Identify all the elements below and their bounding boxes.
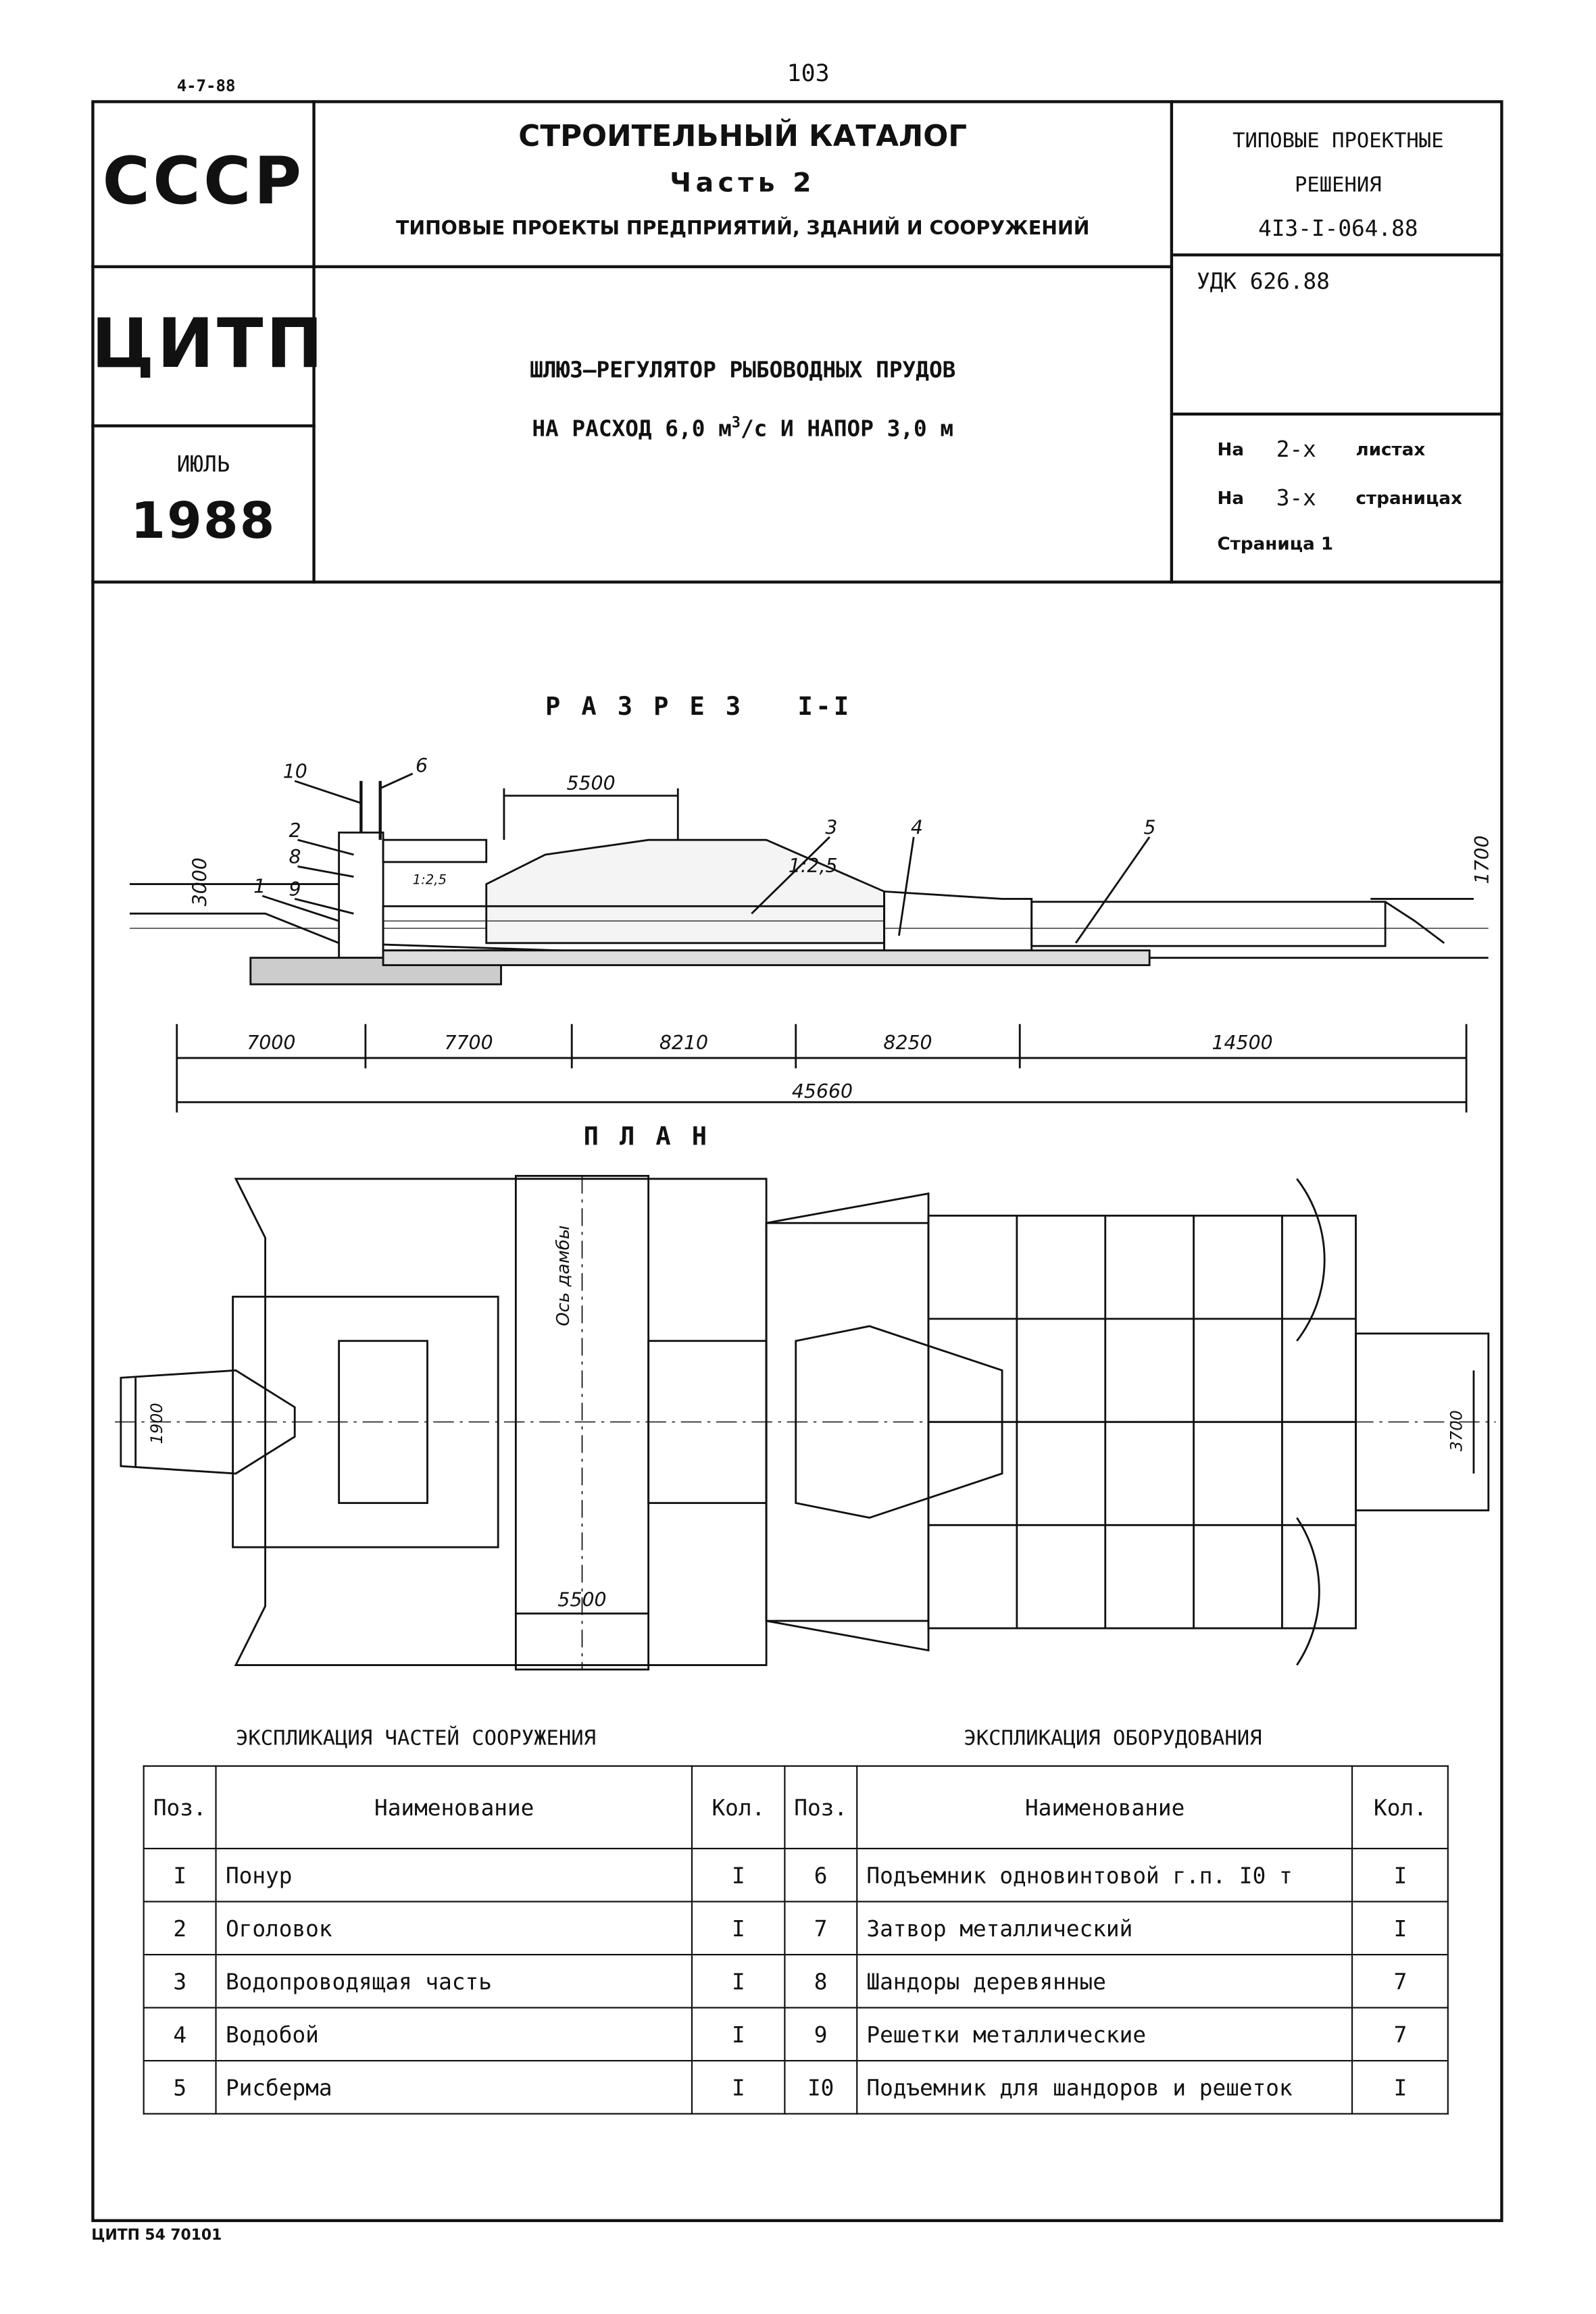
dim-label: 8210 [659, 1032, 708, 1054]
pos-label: 2 [289, 820, 301, 842]
part-pos: 3 [143, 1954, 217, 2009]
part-pos: 4 [143, 2007, 217, 2062]
part-name: Рисберма [215, 2060, 693, 2115]
project-code: 4I3-I-064.88 [1258, 215, 1418, 242]
type-label-2: РЕШЕНИЯ [1294, 174, 1382, 198]
pos-label: 5 [1143, 816, 1155, 838]
page-label: Страница 1 [1217, 533, 1334, 555]
approach-channel [120, 1369, 296, 1475]
explication-table: Поз. Наименование Кол. Поз. Наименование… [143, 1765, 1449, 2115]
equipment-pos: 6 [783, 1847, 858, 1903]
part-qty: I [691, 1847, 786, 1903]
section-title: Р А З Р Е З I-I [545, 693, 852, 722]
apron [1030, 901, 1387, 947]
depth-label: 3000 [189, 857, 211, 906]
plan-right-dim: 3700 [1447, 1410, 1466, 1451]
part-pos: 5 [143, 2060, 217, 2115]
release-year: 1988 [130, 492, 276, 551]
equipment-name: Подъемник одновинтовой г.п. I0 т [856, 1847, 1354, 1903]
lower-wing-wall [1296, 1517, 1320, 1666]
pos-label: 10 [283, 761, 307, 783]
udk-code: УДК 626.88 [1196, 268, 1330, 295]
service-bridge [382, 838, 488, 863]
type-label-1: ТИПОВЫЕ ПРОЕКТНЫЕ [1232, 129, 1444, 153]
equipment-pos: I0 [783, 2060, 858, 2115]
upstream-slopes [234, 1178, 768, 1666]
pos-label: 8 [289, 846, 301, 868]
part-name: Понур [215, 1847, 693, 1903]
plan-drawing: 5500 1900 3700 Ось дамбы [115, 1175, 1496, 1671]
equipment-pos: 9 [783, 2007, 858, 2062]
dim-label: 7700 [444, 1032, 493, 1054]
plan-title: П Л А Н [583, 1122, 710, 1153]
equipment-table-title: ЭКСПЛИКАЦИЯ ОБОРУДОВАНИЯ [964, 1727, 1262, 1751]
pos-label: 4 [911, 816, 923, 838]
part-name: Водобой [215, 2007, 693, 2062]
equipment-pos: 8 [783, 1954, 858, 2009]
section-drawing: 7000 7700 8210 8250 14500 45660 5500 1:2… [129, 755, 1489, 1113]
stilling-basin-plan [795, 1325, 1003, 1519]
gate-tower [338, 831, 384, 959]
part-pos: 2 [143, 1901, 217, 1956]
org-citp: ЦИТП [91, 303, 326, 384]
part-name: Оголовок [215, 1901, 693, 1956]
upper-wing-wall [1296, 1178, 1326, 1342]
equipment-qty: I [1351, 2060, 1449, 2115]
parts-table-title: ЭКСПЛИКАЦИЯ ЧАСТЕЙ СООРУЖЕНИЯ [235, 1727, 597, 1751]
equipment-pos: 7 [783, 1901, 858, 1956]
equipment-name: Шандоры деревянные [856, 1954, 1354, 2009]
dim-label: 14500 [1212, 1032, 1272, 1054]
plan-left-dim: 1900 [147, 1403, 166, 1444]
pos-label: 1 [253, 876, 266, 898]
total-length: 45660 [792, 1080, 853, 1103]
dim-label: 7000 [247, 1032, 295, 1054]
pos-label: 6 [416, 755, 428, 777]
pos-label: 9 [289, 878, 301, 901]
page-number: 103 [787, 59, 830, 87]
pos-label: 3 [825, 816, 837, 838]
dim-label: 8250 [883, 1032, 932, 1054]
project-title-line2: НА РАСХОД 6,0 м3/с И НАПОР 3,0 м [532, 416, 954, 443]
part-pos: I [143, 1847, 217, 1903]
part-qty: I [691, 1954, 786, 2009]
sheets-count: 2-х [1276, 436, 1316, 463]
equipment-qty: I [1351, 1901, 1449, 1956]
footer-code: ЦИТП 54 70101 [91, 2228, 222, 2244]
part-qty: I [691, 2060, 786, 2115]
project-title-line1: ШЛЮЗ–РЕГУЛЯТОР РЫБОВОДНЫХ ПРУДОВ [530, 356, 956, 384]
height-label: 1700 [1471, 835, 1489, 884]
pages-count: 3-х [1276, 484, 1316, 511]
part-name: Водопроводящая часть [215, 1954, 693, 2009]
slope-label-small: 1:2,5 [413, 872, 447, 888]
dam-top-width: 5500 [567, 772, 616, 795]
catalog-part: Часть 2 [670, 168, 816, 199]
equipment-name: Решетки металлические [856, 2007, 1354, 2062]
corner-code: 4-7-88 [176, 76, 236, 96]
plan-width-label: 5500 [557, 1588, 606, 1611]
stilling-basin [883, 890, 1033, 952]
equipment-qty: 7 [1351, 1954, 1449, 2009]
equipment-qty: 7 [1351, 2007, 1449, 2062]
catalog-subtitle: ТИПОВЫЕ ПРОЕКТЫ ПРЕДПРИЯТИЙ, ЗДАНИЙ И СО… [396, 218, 1090, 241]
page-frame [91, 100, 1503, 2222]
slope-label: 1:2,5 [789, 855, 838, 877]
org-ussr: СССР [102, 144, 305, 220]
catalog-title: СТРОИТЕЛЬНЫЙ КАТАЛОГ [518, 118, 968, 153]
equipment-name: Затвор металлический [856, 1901, 1354, 1956]
part-qty: I [691, 2007, 786, 2062]
dam-embankment [485, 838, 886, 945]
part-qty: I [691, 1901, 786, 1956]
equipment-name: Подъемник для шандоров и решеток [856, 2060, 1354, 2115]
dam-axis-label: Ось дамбы [553, 1226, 574, 1326]
release-month: ИЮЛЬ [176, 451, 230, 478]
equipment-qty: I [1351, 1847, 1449, 1903]
